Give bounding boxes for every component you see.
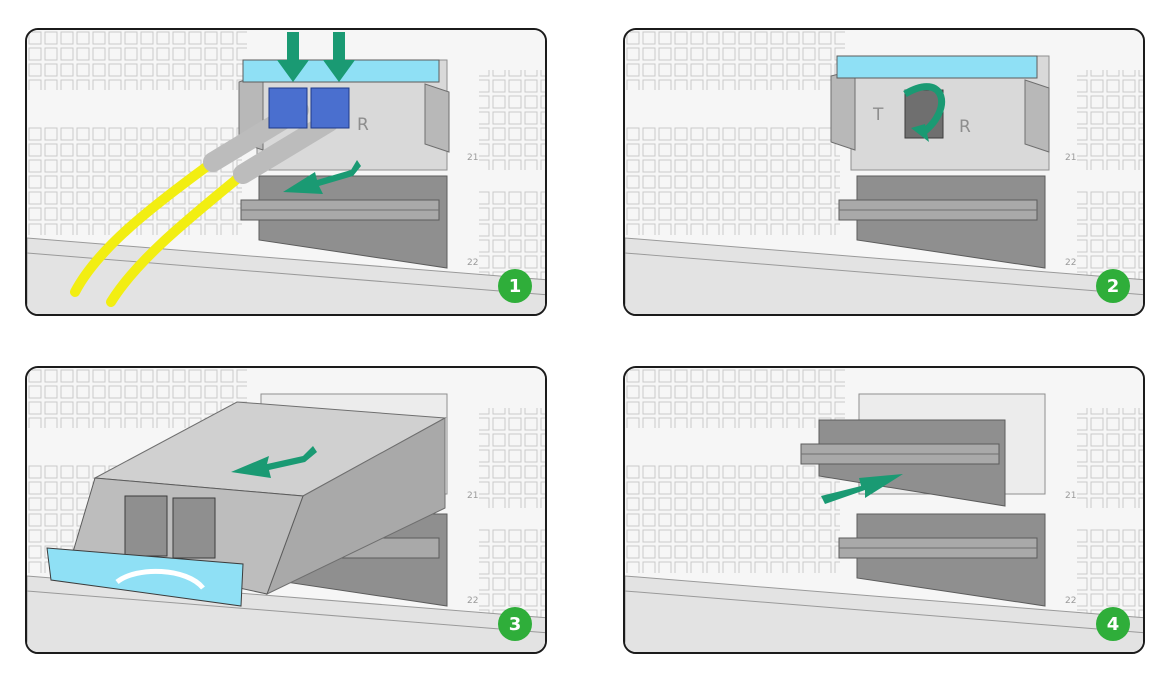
step-3-panel: 21 22 3 (25, 366, 547, 654)
step-2-illustration: T R 21 22 2 (625, 30, 1143, 314)
port-number: 22 (1065, 596, 1076, 606)
step-badge (498, 269, 532, 303)
pull-arrow (283, 160, 361, 194)
step-number: 4 (1107, 614, 1120, 635)
step-2-panel: T R 21 22 2 (623, 28, 1145, 316)
fiber-socket (172, 497, 216, 559)
step-1-panel: R 21 22 1 (25, 28, 547, 316)
port-number: 22 (467, 596, 478, 606)
port-number: 22 (467, 258, 478, 268)
rotate-arrow (903, 83, 946, 137)
insert-arrow (821, 474, 903, 504)
port-number: 21 (467, 153, 478, 163)
step-3-illustration: 21 22 3 (27, 368, 545, 652)
fiber-cable (70, 157, 218, 297)
step-number: 3 (509, 614, 522, 635)
vent-grid (479, 190, 545, 280)
fiber-cable (106, 169, 248, 307)
step-number: 1 (509, 276, 522, 297)
port-number: 21 (1065, 153, 1076, 163)
step-badge (1096, 269, 1130, 303)
pull-arrow (231, 446, 317, 478)
r-label: R (959, 117, 971, 137)
port-number: 21 (1065, 491, 1076, 501)
step-badge (498, 607, 532, 641)
lc-connector-right (310, 87, 350, 129)
press-arrow (323, 32, 355, 82)
fiber-socket (124, 495, 168, 557)
t-label: T (872, 105, 884, 125)
press-arrow (277, 32, 309, 82)
port-number: 22 (1065, 258, 1076, 268)
step-badge (1096, 607, 1130, 641)
bail-latch (46, 547, 244, 607)
vent-grid (479, 70, 545, 170)
step-number: 2 (1107, 276, 1120, 297)
port-number: 21 (467, 491, 478, 501)
step-4-illustration: 21 22 4 (625, 368, 1143, 652)
lc-connector-left (268, 87, 308, 129)
r-label: R (357, 115, 369, 135)
latch-blue-tab (836, 55, 1038, 79)
step-1-illustration: R 21 22 1 (27, 30, 545, 314)
step-4-panel: 21 22 4 (623, 366, 1145, 654)
chassis-edge (27, 237, 545, 314)
vent-grid (27, 30, 247, 90)
